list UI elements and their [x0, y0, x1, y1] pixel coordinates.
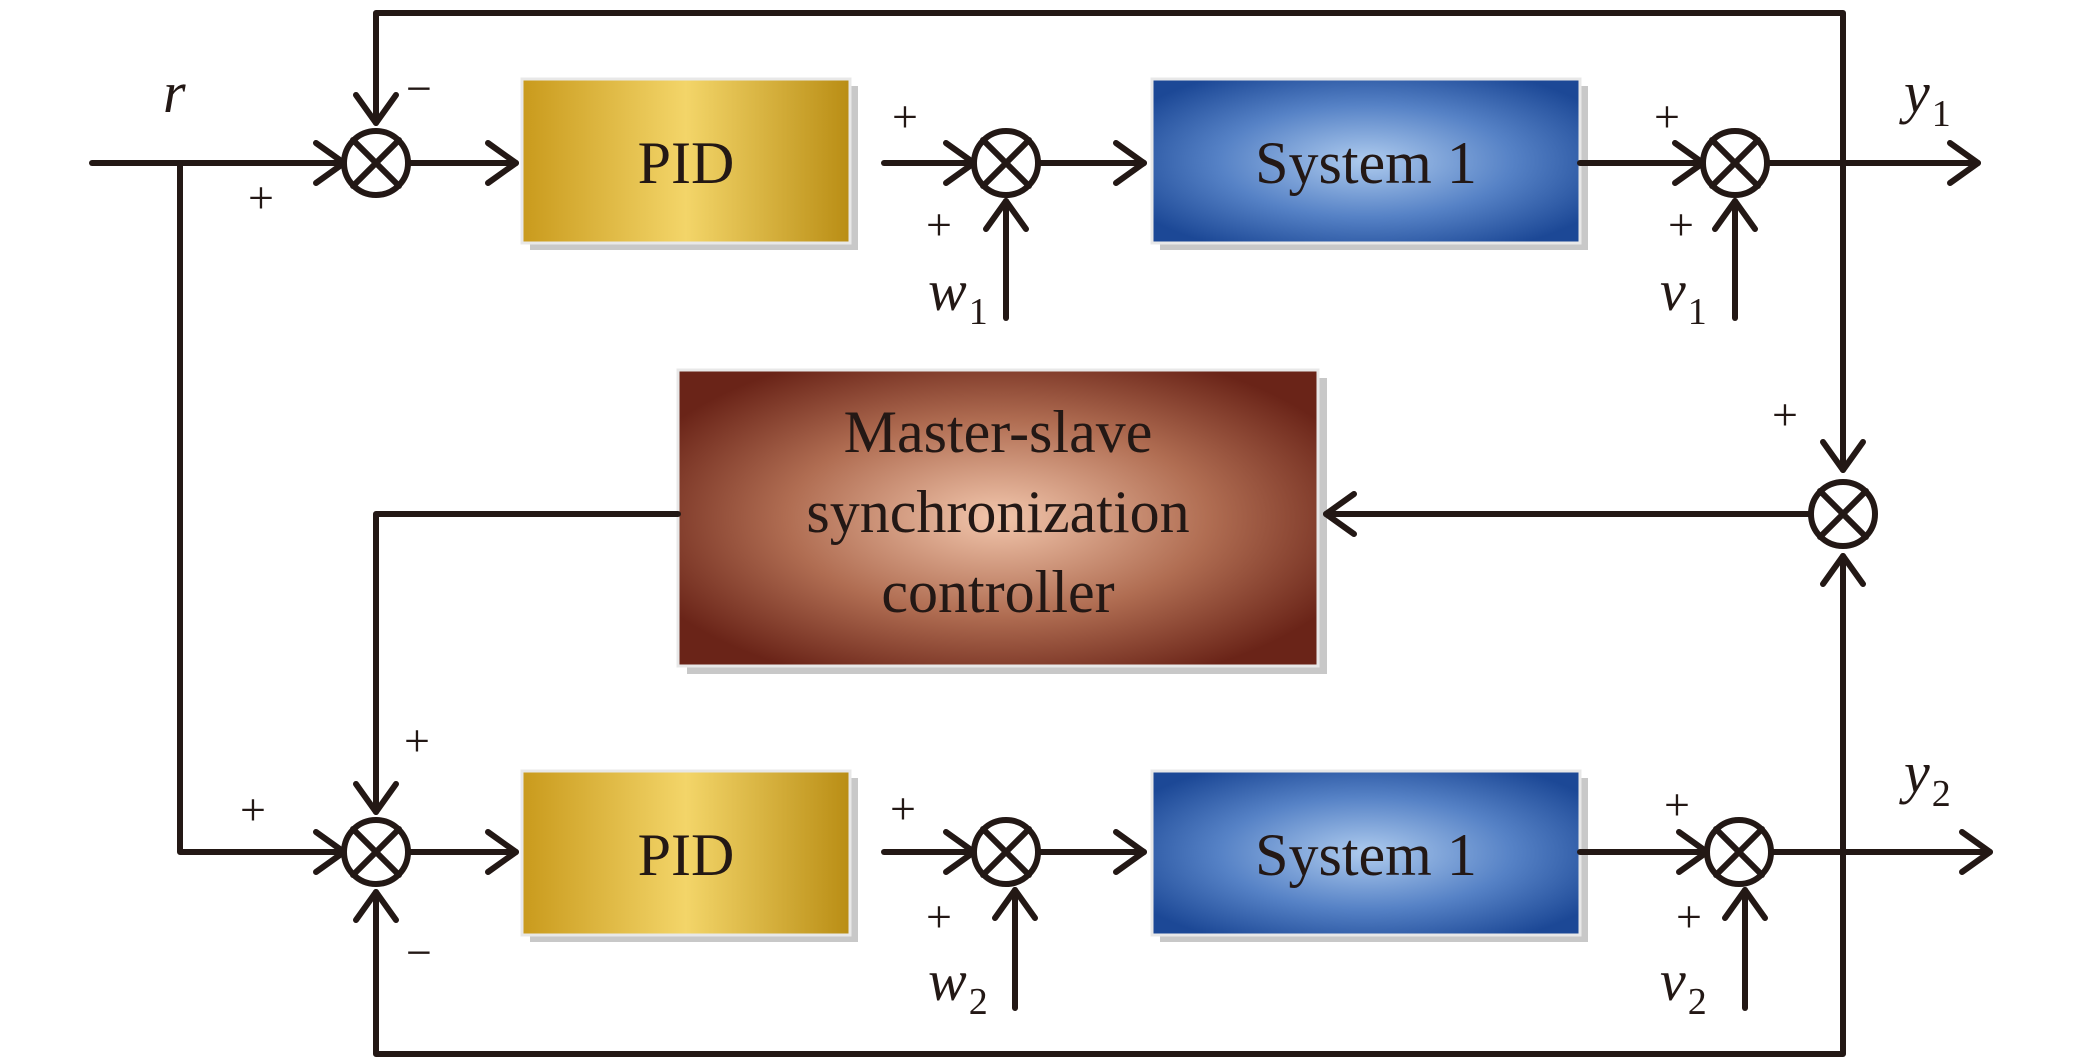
v1-label: v1 [1660, 258, 1707, 333]
master-slave-controller-block: Master-slave synchronization controller [676, 368, 1327, 674]
pid-block-top: PID [520, 77, 858, 250]
system-bottom-label: System 1 [1255, 822, 1477, 888]
sign-plus: + [404, 715, 430, 766]
sum-junction-top-noise [1700, 128, 1770, 198]
pid-block-bottom: PID [520, 769, 858, 942]
system-block-bottom: System 1 [1150, 769, 1588, 942]
sign-plus: + [1668, 199, 1694, 250]
sum-junction-top-error [341, 128, 411, 198]
sum-junction-top-disturbance [971, 128, 1041, 198]
signal-wires [89, 10, 1993, 1057]
w2-label: w2 [928, 948, 988, 1023]
sign-plus: + [1654, 91, 1680, 142]
sum-junction-bottom-error [341, 817, 411, 887]
sign-plus: + [1676, 891, 1702, 942]
sum-junction-bottom-noise [1704, 817, 1774, 887]
y2-label: y2 [1899, 740, 1951, 815]
sign-minus: − [406, 63, 432, 114]
y1-label: y1 [1899, 60, 1951, 135]
msc-label-line1: Master-slave [844, 399, 1153, 465]
junction-sign-labels: + − + + + + + + + − + + + + [240, 63, 1798, 978]
sign-plus: + [1664, 779, 1690, 830]
sum-junction-comparison [1808, 479, 1878, 549]
msc-label-line3: controller [881, 559, 1114, 625]
sign-plus: + [248, 172, 274, 223]
reference-label: r [163, 60, 186, 125]
pid-top-label: PID [638, 130, 735, 196]
msc-label-line2: synchronization [806, 479, 1189, 545]
sign-minus: − [406, 927, 432, 978]
sum-junction-bottom-disturbance [971, 817, 1041, 887]
pid-bottom-label: PID [638, 822, 735, 888]
sign-plus: + [240, 784, 266, 835]
sign-plus: + [892, 91, 918, 142]
sign-plus: + [890, 783, 916, 834]
sign-plus: + [926, 891, 952, 942]
sign-plus: + [926, 199, 952, 250]
system-top-label: System 1 [1255, 130, 1477, 196]
system-block-top: System 1 [1150, 77, 1588, 250]
sign-plus: + [1772, 389, 1798, 440]
w1-label: w1 [928, 258, 988, 333]
v2-label: v2 [1660, 948, 1707, 1023]
